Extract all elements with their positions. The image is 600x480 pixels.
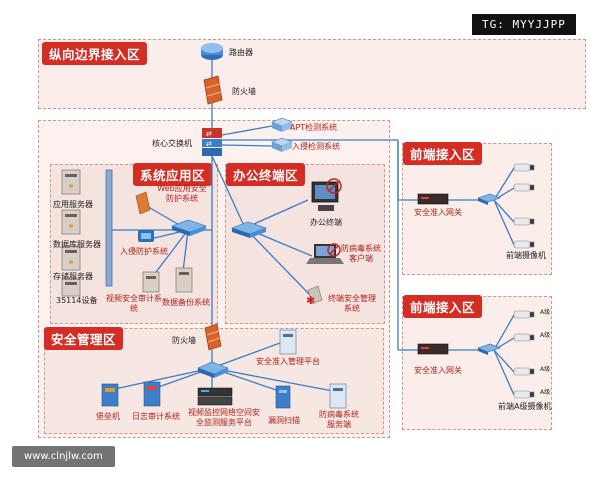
camera-1b-icon [513, 183, 535, 192]
svg-text:⇄: ⇄ [206, 140, 212, 148]
apt-label: APT检测系统 [290, 123, 338, 132]
camera-2d-icon [513, 390, 535, 399]
ids-system-icon [271, 137, 293, 152]
db-backup-icon [175, 267, 193, 293]
log-audit-label: 日志审计系统 [132, 412, 180, 421]
db-backup-label: 数据备份系统 [162, 298, 210, 307]
bastion-icon [101, 383, 119, 407]
camera-1d-icon [513, 240, 535, 249]
firewall-mid-icon [204, 323, 222, 351]
35114-device-icon [61, 277, 81, 297]
office-terminal-zone [225, 164, 385, 324]
mgmt-switch-icon [197, 361, 229, 378]
db-server-label: 数据库服务器 [53, 240, 101, 249]
video-audit-icon [142, 271, 160, 293]
front-switch-2-icon [477, 343, 501, 355]
access-mgmt-icon [279, 329, 297, 355]
ips-label: 入侵防护系统 [120, 247, 168, 256]
db-server-icon [61, 209, 81, 235]
router-label: 路由器 [229, 48, 253, 57]
terminal-security-label: 终端安全管理系统 [328, 294, 376, 313]
waf-label: Web应用安全防护系统 [157, 184, 207, 203]
log-audit-icon [143, 381, 161, 407]
antivirus-server-icon [329, 383, 347, 409]
front-camera-2-label: 前端A级摄像机 [498, 402, 552, 411]
antivirus-client-icon [306, 243, 344, 264]
ips-icon [138, 230, 154, 242]
server-bus-icon [105, 169, 113, 287]
camera-level-a4: A级 [540, 389, 551, 396]
office-switch-icon [231, 221, 267, 238]
office-pc-icon [311, 178, 342, 211]
terminal-security-icon: ✱ [306, 285, 323, 307]
video-monitor-label: 视频监控网络空间安全监测服务平台 [188, 408, 260, 427]
camera-2a-icon [513, 310, 535, 319]
front-access-2-zone [402, 296, 552, 430]
storage-server-label: 存储服务器 [53, 272, 93, 281]
svg-text:⇄: ⇄ [206, 130, 212, 138]
app-server-label: 应用服务器 [53, 200, 93, 209]
waf-icon [135, 191, 151, 215]
gateway-2-label: 安全准入网关 [414, 366, 462, 375]
vuln-scan-label: 漏洞扫描 [268, 416, 300, 425]
office-terminal-label: 办公终端 [310, 218, 342, 227]
office-terminal-title: 办公终端区 [226, 163, 306, 186]
app-server-icon [61, 169, 81, 195]
antivirus-client-label: 防病毒系统客户端 [341, 244, 381, 263]
camera-1c-icon [513, 217, 535, 226]
system-app-title: 系统应用区 [133, 163, 213, 186]
camera-level-a1: A级 [540, 309, 551, 316]
camera-level-a2: A级 [540, 332, 551, 339]
camera-2c-icon [513, 367, 535, 376]
gateway-1-label: 安全准入网关 [414, 208, 462, 217]
bastion-label: 堡垒机 [96, 412, 120, 421]
device-35114-label: 35114设备 [56, 296, 98, 305]
vuln-scan-icon [275, 385, 291, 409]
camera-2b-icon [513, 333, 535, 342]
video-monitor-icon [197, 387, 233, 406]
camera-1a-icon [513, 163, 535, 172]
watermark-bottom: www.clnjlw.com [12, 446, 115, 467]
video-audit-label: 视频安全审计系统 [106, 294, 162, 313]
gateway-2-icon [417, 343, 449, 355]
core-switch-label: 核心交换机 [152, 139, 192, 148]
apt-system-icon [271, 117, 293, 132]
security-mgmt-title: 安全管理区 [44, 327, 124, 350]
camera-level-a3: A级 [540, 366, 551, 373]
firewall-top-icon [203, 75, 223, 105]
access-mgmt-label: 安全准入管理平台 [256, 357, 320, 366]
front-access-1-title: 前端接入区 [403, 142, 483, 165]
firewall-mid-label: 防火墙 [172, 336, 196, 345]
ids-label: 入侵检测系统 [292, 142, 340, 151]
front-access-2-title: 前端接入区 [403, 295, 483, 318]
watermark-top: TG: MYYJJPP [472, 14, 576, 35]
svg-text:✱: ✱ [306, 294, 315, 307]
system-app-switch-icon [171, 219, 207, 236]
front-camera-1-label: 前端摄像机 [506, 251, 546, 260]
antivirus-server-label: 防病毒系统服务端 [319, 410, 359, 429]
vertical-boundary-title: 纵向边界接入区 [42, 42, 148, 65]
firewall-top-label: 防火墙 [232, 87, 256, 96]
router-icon [201, 43, 223, 60]
core-switch-icon: ⇄ ⇄ [202, 128, 222, 156]
storage-server-icon [61, 245, 81, 271]
front-switch-1-icon [477, 193, 501, 205]
gateway-1-icon [417, 193, 449, 205]
